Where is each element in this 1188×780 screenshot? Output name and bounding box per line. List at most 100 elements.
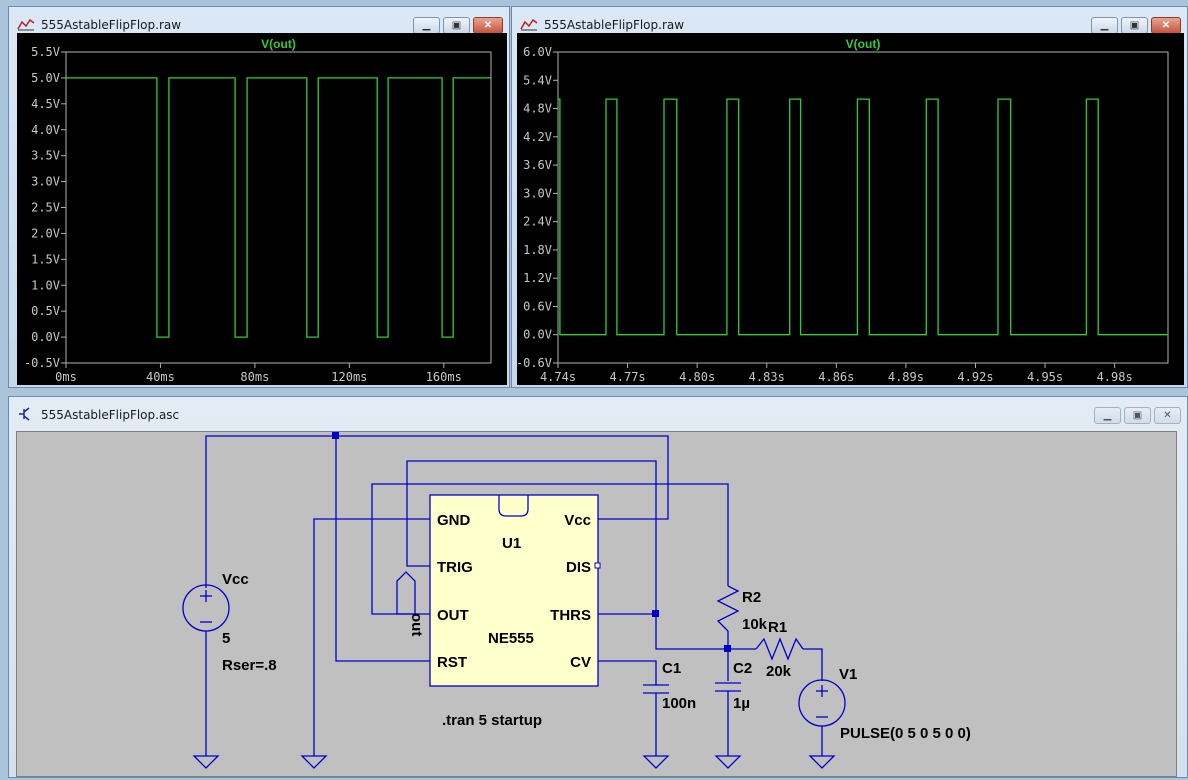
wire-cv[interactable] xyxy=(598,660,657,685)
schematic-drawing[interactable]: GND TRIG OUT RST Vcc DIS THRS CV U1 NE55… xyxy=(17,432,1179,780)
titlebar[interactable]: 555AstableFlipFlop.asc ▁ ▣ ✕ xyxy=(9,397,1187,427)
x-tick-label: 4.74s xyxy=(540,370,576,384)
plot-window-left[interactable]: 555AstableFlipFlop.raw ▁ ▣ ✕ V(out) 5.5V 5… xyxy=(8,6,510,388)
r2-name: R2 xyxy=(742,589,761,606)
vcc-source-param: Rser=.8 xyxy=(222,657,277,674)
close-button[interactable]: ✕ xyxy=(1154,407,1181,424)
junctions xyxy=(332,432,731,652)
capacitor-c1[interactable] xyxy=(643,684,669,694)
window-title: 555AstableFlipFlop.asc xyxy=(41,408,180,422)
close-button[interactable]: ✕ xyxy=(1151,17,1181,34)
voltage-source-v1[interactable] xyxy=(798,679,846,727)
titlebar[interactable]: 555AstableFlipFlop.raw ▁ ▣ ✕ xyxy=(9,7,509,37)
y-tick-label: 0.5V xyxy=(31,304,60,318)
y-tick-label: 4.0V xyxy=(31,123,60,137)
wires xyxy=(182,435,846,769)
x-tick-label: 4.92s xyxy=(957,370,993,384)
pin-label-gnd: GND xyxy=(437,512,471,529)
ground-symbol xyxy=(714,755,742,769)
wire-r1-right[interactable] xyxy=(803,648,823,681)
y-tick-label: 0.0V xyxy=(523,328,552,342)
ground-symbol xyxy=(808,755,836,769)
close-icon: ✕ xyxy=(1163,410,1172,421)
y-tick-label: 0.6V xyxy=(523,299,552,313)
y-tick-label: 3.0V xyxy=(31,175,60,189)
y-tick-label: -0.6V xyxy=(517,356,552,370)
pin-label-cv: CV xyxy=(570,654,591,671)
ic-ref-label: U1 xyxy=(502,535,521,552)
x-tick-label: 80ms xyxy=(240,370,269,384)
schematic-canvas[interactable]: GND TRIG OUT RST Vcc DIS THRS CV U1 NE55… xyxy=(16,431,1177,777)
y-tick-label: 4.8V xyxy=(523,102,552,116)
y-tick-label: 5.5V xyxy=(31,45,60,59)
waveform-chart[interactable]: V(out)6.0V5.4V4.8V4.2V3.6V3.0V2.4V1.8V1.… xyxy=(517,33,1184,385)
maximize-button[interactable]: ▣ xyxy=(1124,407,1151,424)
junction-dot xyxy=(652,610,659,617)
c1-name: C1 xyxy=(662,660,681,677)
trace-label: V(out) xyxy=(846,37,881,51)
trace-v-out xyxy=(66,77,491,338)
minimize-button[interactable]: ▁ xyxy=(413,17,440,34)
trace-v-out xyxy=(558,98,1168,336)
x-tick-label: 4.77s xyxy=(610,370,646,384)
resistor-r2[interactable] xyxy=(716,585,740,632)
y-tick-label: 5.4V xyxy=(523,73,552,87)
wire-rst[interactable] xyxy=(335,436,430,662)
net-label-out: out xyxy=(408,613,425,636)
y-tick-label: 4.5V xyxy=(31,97,60,111)
minimize-icon: ▁ xyxy=(422,20,431,31)
y-tick-label: 2.0V xyxy=(31,226,60,240)
capacitor-c2[interactable] xyxy=(715,682,741,692)
waveform-icon xyxy=(520,18,538,31)
wire-gnd[interactable] xyxy=(313,518,430,756)
ic-ne555[interactable]: GND TRIG OUT RST Vcc DIS THRS CV U1 NE55… xyxy=(429,494,601,687)
window-title: 555AstableFlipFlop.raw xyxy=(41,18,182,32)
vcc-source-value: 5 xyxy=(222,630,230,647)
waveform-chart[interactable]: V(out)5.5V5.0V4.5V4.0V3.5V3.0V2.5V2.0V1.… xyxy=(17,33,507,385)
r1-name: R1 xyxy=(768,619,787,636)
x-tick-label: 4.95s xyxy=(1027,370,1063,384)
minimize-button[interactable]: ▁ xyxy=(1094,407,1121,424)
maximize-icon: ▣ xyxy=(1129,20,1140,31)
y-tick-label: 1.5V xyxy=(31,252,60,266)
ground-symbol xyxy=(642,755,670,769)
pin-label-dis: DIS xyxy=(566,559,591,576)
wire-out[interactable] xyxy=(371,483,729,615)
minimize-icon: ▁ xyxy=(1100,20,1109,31)
net-label-out-flag[interactable] xyxy=(396,571,416,615)
wire-vcc-rail[interactable] xyxy=(205,435,669,588)
plot-frame xyxy=(65,51,492,364)
pin-label-out: OUT xyxy=(437,607,469,624)
junction-dot xyxy=(724,645,731,652)
y-tick-label: 5.0V xyxy=(31,71,60,85)
x-tick-label: 40ms xyxy=(146,370,175,384)
waveform-icon xyxy=(17,18,35,31)
wire-trig[interactable] xyxy=(406,460,728,650)
junction-dot xyxy=(332,432,339,439)
pin-label-thrs: THRS xyxy=(550,607,591,624)
transistor-icon xyxy=(19,407,30,421)
trace-label: V(out) xyxy=(261,37,296,51)
ic-model-label: NE555 xyxy=(488,630,534,647)
x-tick-label: 160ms xyxy=(426,370,462,384)
resistor-r1[interactable] xyxy=(755,637,804,661)
vcc-source-name: Vcc xyxy=(222,571,249,588)
y-tick-label: 0.0V xyxy=(31,330,60,344)
maximize-button[interactable]: ▣ xyxy=(443,17,470,34)
r1-value: 20k xyxy=(766,663,792,680)
ground-symbol xyxy=(192,755,220,769)
x-tick-label: 4.98s xyxy=(1097,370,1133,384)
spice-directive[interactable]: .tran 5 startup xyxy=(442,712,542,729)
y-tick-label: 6.0V xyxy=(523,45,552,59)
minimize-button[interactable]: ▁ xyxy=(1091,17,1118,34)
maximize-button[interactable]: ▣ xyxy=(1121,17,1148,34)
schematic-window[interactable]: 555AstableFlipFlop.asc ▁ ▣ ✕ xyxy=(8,396,1188,778)
pin-label-trig: TRIG xyxy=(437,559,473,576)
x-tick-label: 0ms xyxy=(55,370,77,384)
y-tick-label: 1.2V xyxy=(523,271,552,285)
voltage-source-vcc[interactable] xyxy=(182,584,230,632)
close-button[interactable]: ✕ xyxy=(473,17,503,34)
